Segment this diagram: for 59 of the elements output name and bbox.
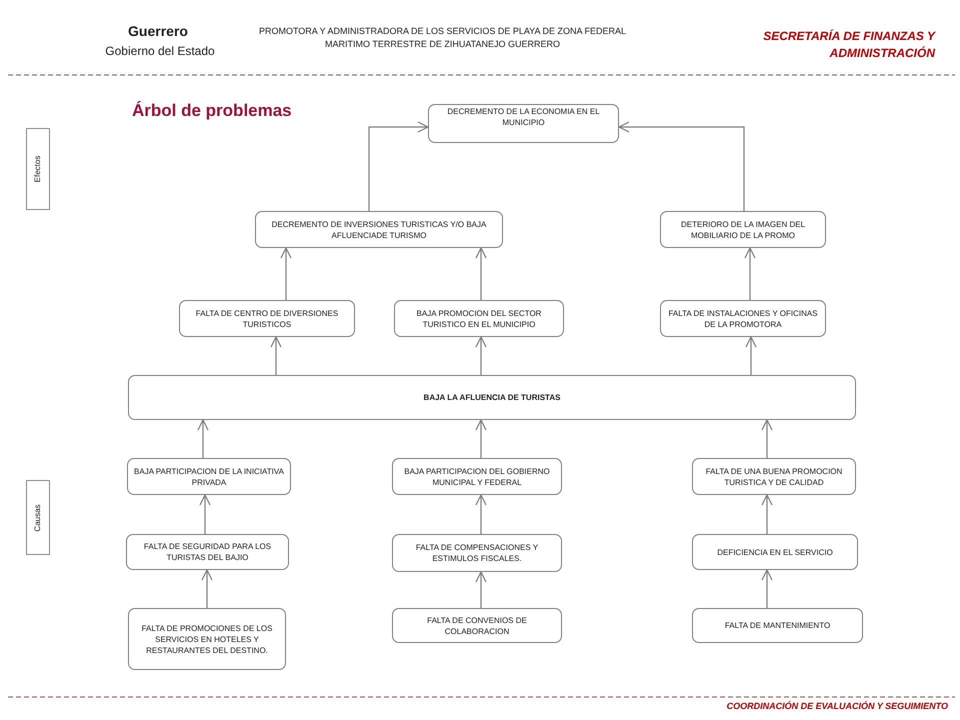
arrow xyxy=(199,494,211,534)
arrow xyxy=(197,419,209,458)
department-name: SECRETARÍA DE FINANZAS Y ADMINISTRACIÓN xyxy=(762,28,935,62)
problem-text: DECREMENTO DE INVERSIONES TURISTICAS Y/O BAJA AFLUENCIADE TURISMO xyxy=(270,218,488,240)
problem-text: DECREMENTO DE LA ECONOMIA EN EL MUNICIPIO xyxy=(446,106,601,128)
arrow xyxy=(475,419,487,458)
problem-box xyxy=(392,534,562,572)
problem-box xyxy=(179,300,355,337)
arrow xyxy=(475,247,487,300)
problem-text: FALTA DE COMPENSACIONES Y ESTIMULOS FISCALES. xyxy=(414,542,540,564)
problem-text: FALTA DE UNA BUENA PROMOCION TURISTICA Y DE CALIDAD xyxy=(704,466,844,488)
arrow xyxy=(761,419,773,458)
arrow xyxy=(761,494,773,534)
arrow xyxy=(475,571,487,608)
arrow xyxy=(475,494,487,534)
problem-box xyxy=(394,300,564,337)
problem-text: FALTA DE CENTRO DE DIVERSIONES TURISTICOS xyxy=(194,308,340,330)
problem-box xyxy=(128,375,856,420)
problem-text: DEFICIENCIA EN EL SERVICIO xyxy=(717,546,833,558)
problem-box xyxy=(127,458,291,495)
problem-text: BAJA LA AFLUENCIA DE TURISTAS xyxy=(424,392,560,403)
problem-box xyxy=(392,608,562,643)
problem-text: DETERIORO DE LA IMAGEN DEL MOBILIARIO DE LA PROMO xyxy=(680,218,806,240)
problem-box xyxy=(255,211,503,248)
problem-text: FALTA DE INSTALACIONES Y OFICINAS DE LA PROMOTORA xyxy=(667,308,819,330)
problem-text: FALTA DE MANTENIMIENTO xyxy=(724,620,830,631)
problem-box xyxy=(660,211,826,248)
section-tab xyxy=(26,128,50,210)
arrow xyxy=(745,336,757,375)
problem-box xyxy=(692,534,858,570)
section-label: Causas xyxy=(34,504,42,532)
footer-text: COORDINACIÓN DE EVALUACIÓN Y SEGUIMIENTO xyxy=(726,702,948,711)
problem-box xyxy=(392,458,562,495)
problem-text: BAJA PROMOCION DEL SECTOR TURISTICO EN EL MUNICIPIO xyxy=(416,308,542,330)
problem-text: FALTA DE SEGURIDAD PARA LOS TURISTAS DEL BAJIO xyxy=(142,541,272,563)
problem-box xyxy=(128,608,286,670)
header-text: PROMOTORA Y ADMINISTRADORA DE LOS SERVICIOS DE PLAYA DE ZONA FEDERAL MARITIMO TERRESTRE DE ZIHUATANEJO GUERRERO xyxy=(258,25,628,51)
problem-box xyxy=(126,534,289,570)
problem-text: BAJA PARTICIPACION DE LA INICIATIVA PRIVADA xyxy=(133,466,285,488)
problem-text: BAJA PARTICIPACION DEL GOBIERNO MUNICIPAL Y FEDERAL xyxy=(403,466,551,488)
problem-box xyxy=(692,458,856,495)
problem-text: FALTA DE CONVENIOS DE COLABORACION xyxy=(426,614,528,636)
problem-box xyxy=(692,608,863,643)
problem-text: FALTA DE PROMOCIONES DE LOS SERVICIOS EN HOTELES Y RESTAURANTES DEL DESTINO. xyxy=(140,622,274,656)
diagram-title: Árbol de problemas xyxy=(132,102,292,119)
section-label: Efectos xyxy=(34,156,42,182)
arrow xyxy=(201,569,213,608)
arrow xyxy=(475,336,487,375)
arrow xyxy=(270,336,282,375)
government-name: Gobierno del Estado xyxy=(104,45,216,57)
arrow xyxy=(744,247,756,300)
problem-box xyxy=(660,300,826,337)
problem-box xyxy=(428,104,619,143)
arrow xyxy=(368,121,429,211)
arrow xyxy=(618,121,745,211)
section-tab xyxy=(26,480,50,555)
arrow xyxy=(761,569,773,608)
state-name: Guerrero xyxy=(127,24,189,38)
arrow xyxy=(280,247,292,300)
